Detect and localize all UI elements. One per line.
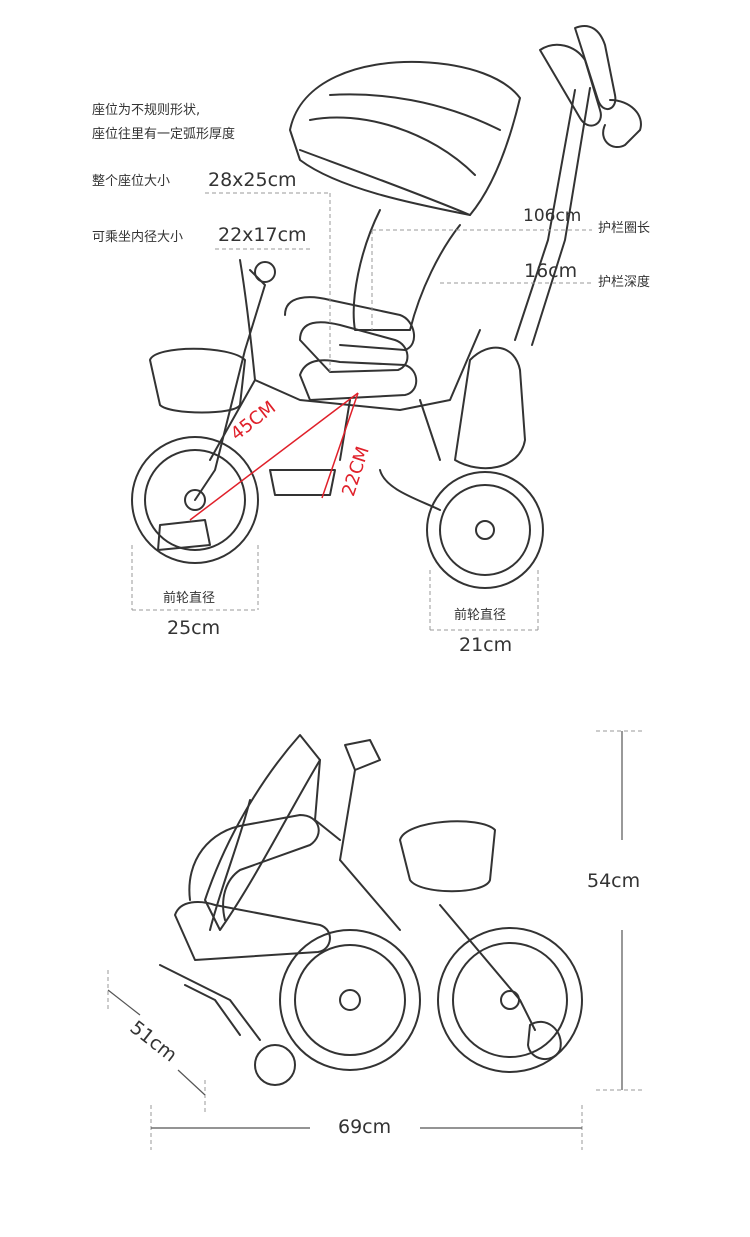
seat-size-label: 整个座位大小 (92, 174, 171, 189)
folded-basket (399, 820, 496, 893)
front-wheel (131, 436, 259, 564)
guardrail-length-value: 106cm (523, 206, 582, 226)
guardrail-length-label: 护栏圈长 (598, 221, 651, 236)
diagonal-measure-line (189, 392, 359, 521)
seat-note-line2: 座位往里有一定弧形厚度 (92, 127, 236, 142)
folded-height-value: 54cm (587, 870, 641, 892)
guardrail-depth-value: 16cm (524, 260, 578, 282)
seat-note-line1: 座位为不规则形状, (92, 103, 201, 118)
folded-wheel-right (437, 927, 583, 1073)
rear-wheel (426, 471, 544, 589)
seat-height-measure-line (321, 392, 359, 499)
width-dimension-line-top (107, 989, 141, 1016)
rear-wheel-value: 21cm (459, 634, 513, 656)
seat-size-value: 28x25cm (208, 169, 297, 191)
rear-wheel-label: 前轮直径 (454, 608, 507, 623)
folded-canopy (204, 734, 321, 931)
folded-small-wheel (254, 1044, 296, 1086)
footrest (269, 469, 336, 496)
guardrail-depth-label: 护栏深度 (598, 275, 651, 290)
pedal (157, 519, 211, 551)
bell (254, 261, 276, 283)
rear-bag (454, 346, 526, 470)
seat (284, 296, 415, 351)
inner-size-label: 可乘坐内径大小 (92, 230, 184, 245)
front-wheel-value: 25cm (167, 617, 221, 639)
folded-wheel-left (279, 929, 421, 1071)
folded-length-value: 69cm (338, 1116, 392, 1138)
seat-back (352, 209, 461, 331)
seat-base (299, 359, 418, 401)
front-basket (149, 347, 246, 414)
front-wheel-label: 前轮直径 (163, 591, 216, 606)
push-handle (514, 89, 576, 341)
canopy (289, 60, 521, 216)
inner-size-value: 22x17cm (218, 224, 307, 246)
folded-handle (344, 739, 381, 771)
width-dimension-line-bottom (177, 1069, 206, 1096)
